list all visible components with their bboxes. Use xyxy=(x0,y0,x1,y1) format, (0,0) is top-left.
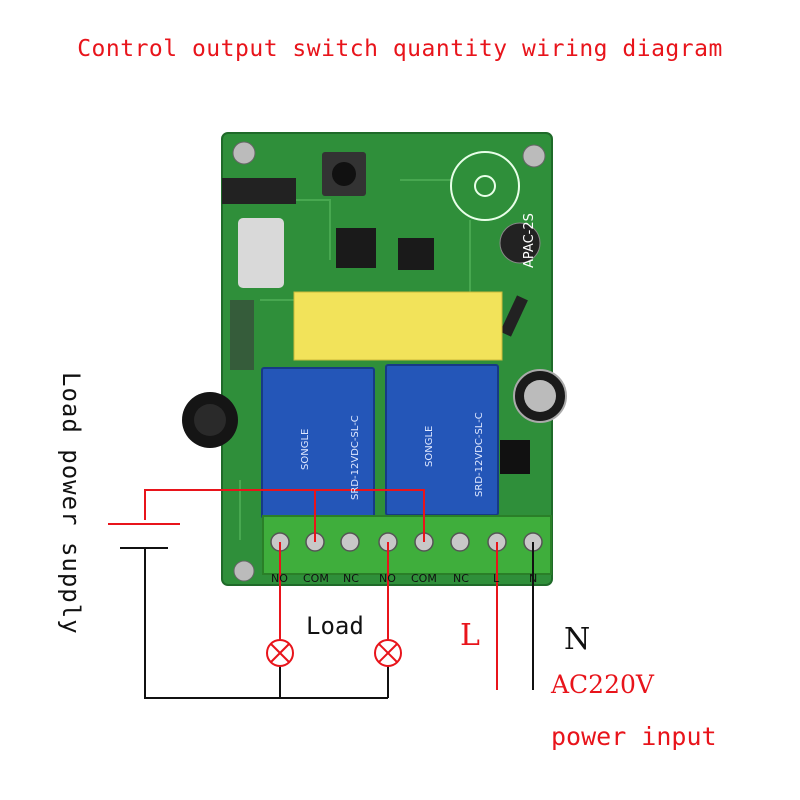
load-power-supply-label: Load power supply xyxy=(57,372,85,635)
relay-2-brand: SONGLE xyxy=(424,425,435,467)
terminal-label: NO xyxy=(379,572,396,585)
lamp-1 xyxy=(266,639,294,667)
terminal-label: N xyxy=(529,572,538,585)
neutral-label: N xyxy=(564,622,591,657)
red-wires xyxy=(108,489,498,690)
lamp-2 xyxy=(374,639,402,667)
terminal-label: L xyxy=(493,572,500,585)
diode xyxy=(500,295,528,337)
relay-1-model: SRD-12VDC-SL-C xyxy=(350,415,361,500)
capacitor-top xyxy=(499,222,541,264)
antenna-coil xyxy=(230,300,254,370)
terminal-label: NC xyxy=(343,572,359,585)
crystal xyxy=(238,218,284,288)
ic-chip xyxy=(398,238,434,270)
relay-1-brand: SONGLE xyxy=(300,428,311,470)
power-input-label: power input xyxy=(551,722,717,751)
load-label: Load xyxy=(306,612,364,640)
mounting-screws xyxy=(232,141,546,582)
buzzer xyxy=(450,151,520,221)
line-label: L xyxy=(460,618,480,653)
black-wires xyxy=(120,542,534,699)
red-wire-common xyxy=(144,489,425,542)
terminal-label: COM xyxy=(411,572,437,585)
terminal-label: COM xyxy=(303,572,329,585)
board-model: APAC-2S xyxy=(522,213,537,268)
relay-2-model: SRD-12VDC-SL-C xyxy=(474,412,485,497)
voltage-label: AC220V xyxy=(551,670,654,699)
terminal-label: NC xyxy=(453,572,469,585)
film-capacitor xyxy=(293,291,503,361)
ic-chip xyxy=(336,228,376,268)
pin-header xyxy=(222,178,296,204)
black-wire-return xyxy=(144,548,388,699)
regulator xyxy=(500,440,530,474)
diagram-title: Control output switch quantity wiring di… xyxy=(77,36,723,62)
terminal-label: NO xyxy=(271,572,288,585)
